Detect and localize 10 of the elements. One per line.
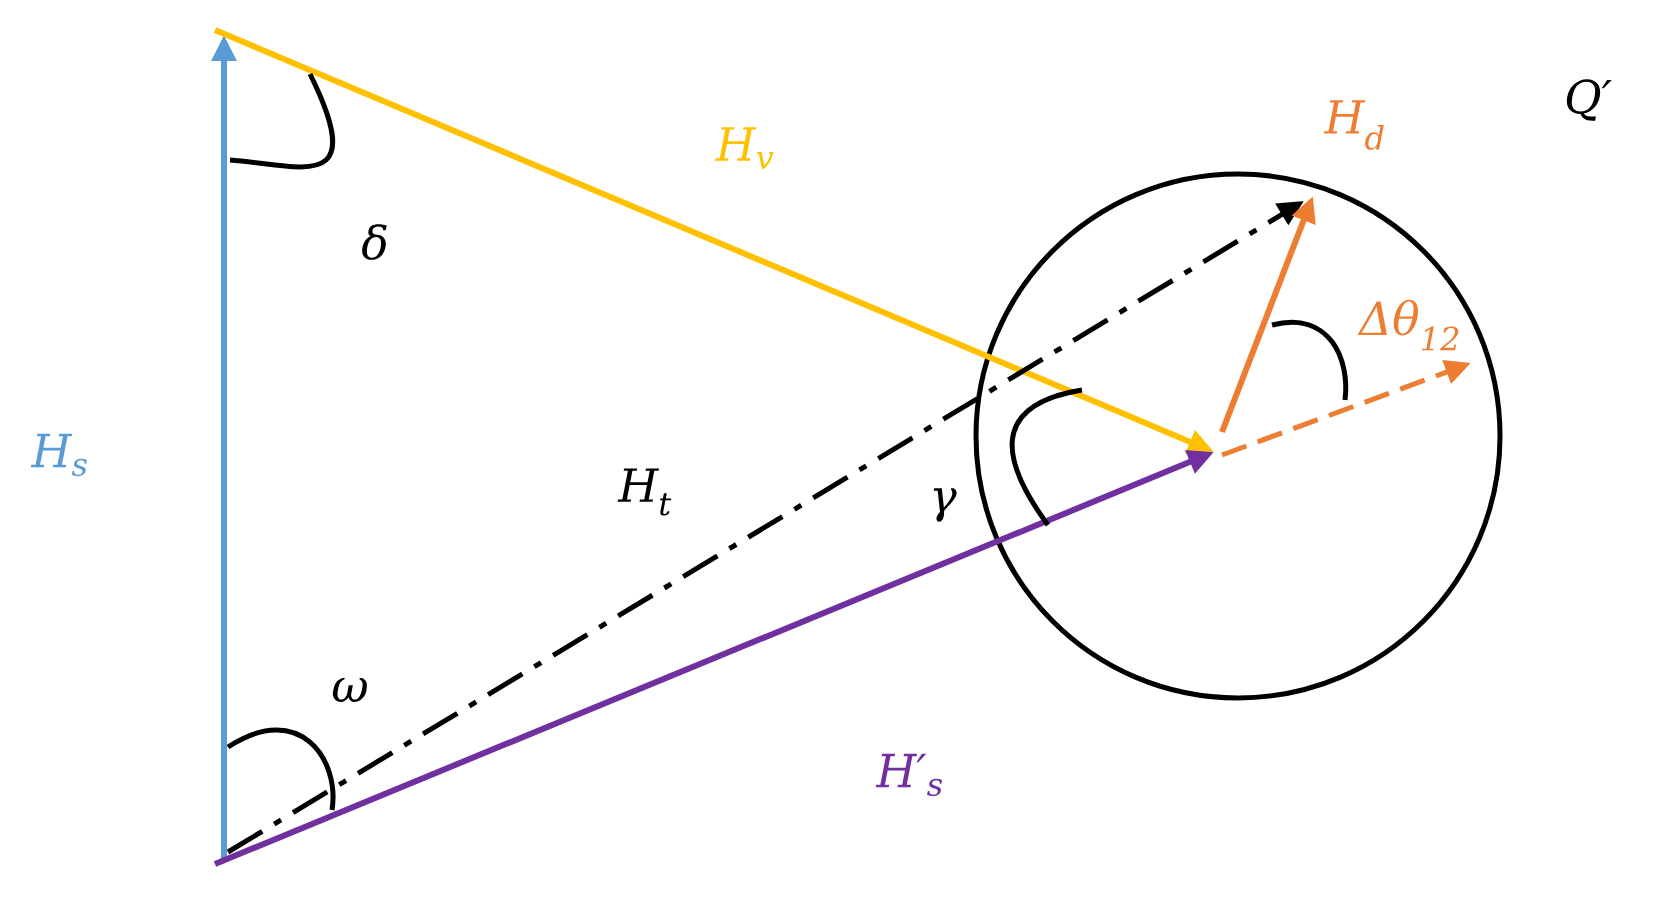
symbol-label: H$_{d}$ [1323, 100, 1384, 150]
symbol-label: Δθ$_{12}$ [1357, 299, 1459, 351]
symbol-label: Q′ [1566, 79, 1612, 121]
symbol-label: H′$_{s}$ [875, 753, 943, 797]
symbol-label: ω [332, 678, 367, 702]
symbol-label: δ [362, 224, 387, 260]
symbol-label: H$_{t}$ [617, 468, 672, 516]
symbol-label: H$_{s}$ [30, 433, 87, 477]
symbol-label: γ [933, 488, 957, 522]
symbol-label: H$_{v}$ [715, 127, 774, 169]
